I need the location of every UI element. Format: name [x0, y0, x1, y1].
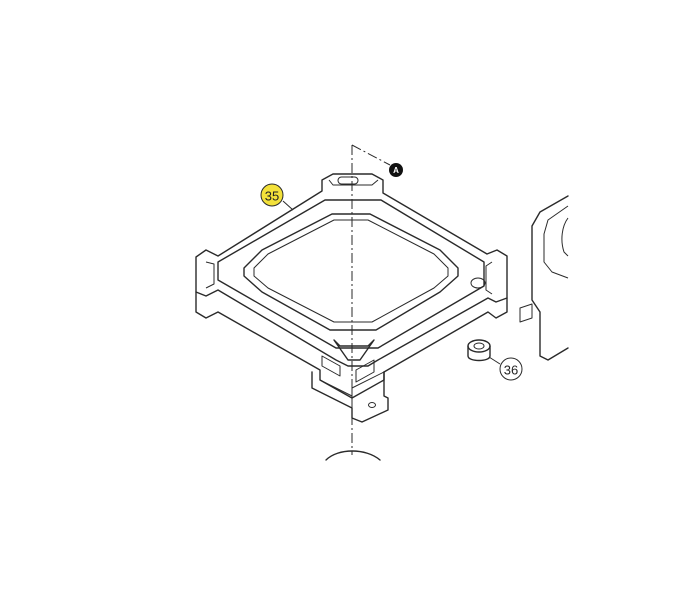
lower-part-outline	[325, 450, 381, 461]
reference-a-circle	[389, 163, 403, 177]
tray-left-ear	[205, 261, 215, 289]
bracket-hole	[368, 402, 376, 408]
tray-right-ear	[485, 261, 493, 295]
tray-drain-spout	[333, 339, 375, 361]
callout-36-label: 36	[504, 363, 518, 378]
reference-marker-a[interactable]: A	[389, 163, 403, 177]
tray-part	[195, 173, 508, 423]
callout-35-label: 35	[265, 189, 279, 204]
leader-35	[282, 200, 294, 211]
adjacent-part-outline	[531, 195, 569, 361]
tray-outer-rim	[195, 173, 508, 367]
adjacent-part-inner	[543, 205, 569, 279]
tray-bracket-detail	[321, 355, 375, 383]
adjacent-part	[519, 195, 569, 361]
adjacent-part-curve	[561, 217, 569, 257]
tray-inner-rim	[217, 199, 485, 349]
tray-basin	[243, 213, 459, 331]
tray-bracket-tab	[319, 371, 385, 408]
callout-36[interactable]: 36	[499, 357, 523, 381]
grommet-hole	[473, 342, 485, 350]
tray-basin-inner	[253, 219, 449, 323]
tray-mount-hole	[470, 277, 486, 289]
callout-36-circle	[499, 357, 523, 381]
tray-slot	[337, 176, 359, 185]
reference-leader-line	[351, 144, 391, 166]
reference-a-label: A	[393, 166, 399, 175]
grommet-body	[467, 345, 491, 362]
grommet-part	[467, 339, 491, 362]
callout-35-circle	[260, 183, 284, 207]
tray-bottom-bracket	[311, 371, 389, 423]
grommet-top	[467, 339, 491, 353]
callout-35[interactable]: 35	[260, 183, 284, 207]
adjacent-part-clip	[519, 303, 533, 323]
leader-36	[488, 356, 501, 365]
tray-top-tab	[328, 179, 379, 186]
